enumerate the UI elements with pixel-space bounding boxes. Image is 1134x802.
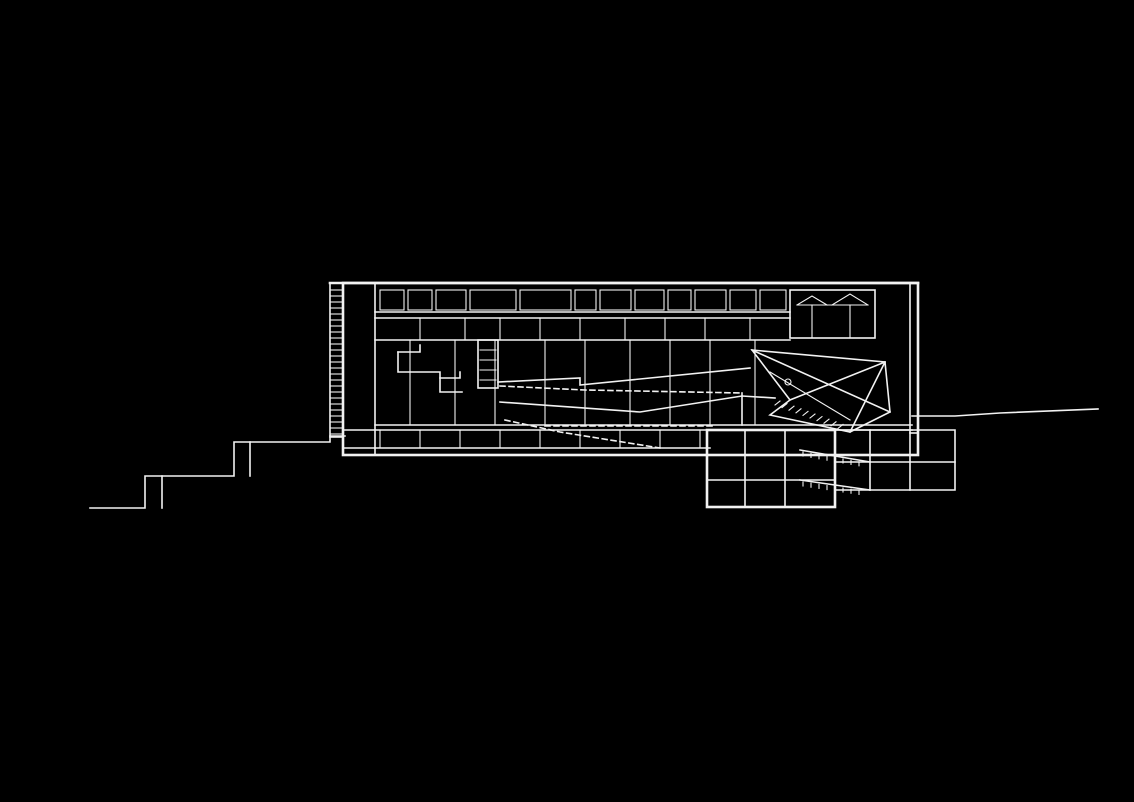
seat-step	[830, 421, 837, 427]
seat-step	[816, 415, 823, 422]
clerestory-window	[519, 289, 572, 311]
interior-step-wall-1	[397, 344, 421, 353]
clerestory-windows	[379, 289, 787, 311]
clerestory-window	[407, 289, 433, 311]
ground-line-right	[911, 408, 1099, 417]
roof-light-block	[789, 289, 876, 339]
clerestory-window	[574, 289, 597, 311]
basement-block	[705, 428, 837, 509]
clerestory-window	[694, 289, 727, 311]
ground-line-left	[89, 435, 346, 509]
seat-step	[774, 400, 781, 406]
clerestory-window	[435, 289, 467, 311]
clerestory-window	[599, 289, 632, 311]
basement-ramp-2	[799, 479, 871, 491]
lower-bays	[379, 429, 701, 449]
ramp-lower-dashed	[504, 419, 661, 449]
basement-ramp-treads	[802, 451, 860, 495]
clerestory-window	[667, 289, 692, 311]
auditorium-seats	[774, 400, 844, 430]
clerestory-window	[729, 289, 757, 311]
seat-step	[823, 418, 830, 424]
auditorium-diagonal-1	[750, 348, 892, 414]
seat-step	[802, 410, 809, 417]
ramp-upper	[497, 367, 751, 386]
auditorium-diagonal-2	[788, 360, 887, 402]
basement-right-structure	[834, 429, 956, 491]
basement-ramp-1	[799, 449, 871, 463]
roof-light-gable-2	[831, 293, 869, 306]
stair-treads	[330, 289, 343, 435]
clerestory-window	[379, 289, 405, 311]
auditorium-diagonal-4	[769, 371, 851, 421]
seat-step	[795, 408, 802, 414]
seat-step	[788, 405, 795, 411]
right-wall	[909, 282, 919, 434]
auditorium-marker	[784, 378, 792, 386]
seat-step	[781, 402, 788, 409]
stair-tower	[329, 282, 344, 438]
seat-step	[809, 413, 816, 419]
auditorium-shell	[750, 349, 891, 433]
auditorium-diagonal-3	[848, 360, 887, 434]
seat-step	[837, 423, 844, 430]
interior-step-wall-2	[397, 351, 463, 393]
interior-step-wall-3	[439, 371, 461, 379]
ramp-upper-dashed	[499, 385, 743, 394]
roof-light-gable-1	[796, 295, 828, 306]
clerestory-window	[634, 289, 665, 311]
clerestory-window	[469, 289, 517, 311]
clerestory-window	[759, 289, 787, 311]
interior-core	[477, 339, 499, 389]
basement-bays	[706, 429, 836, 508]
upper-partitions	[409, 317, 756, 426]
ramp-lower	[499, 395, 776, 413]
